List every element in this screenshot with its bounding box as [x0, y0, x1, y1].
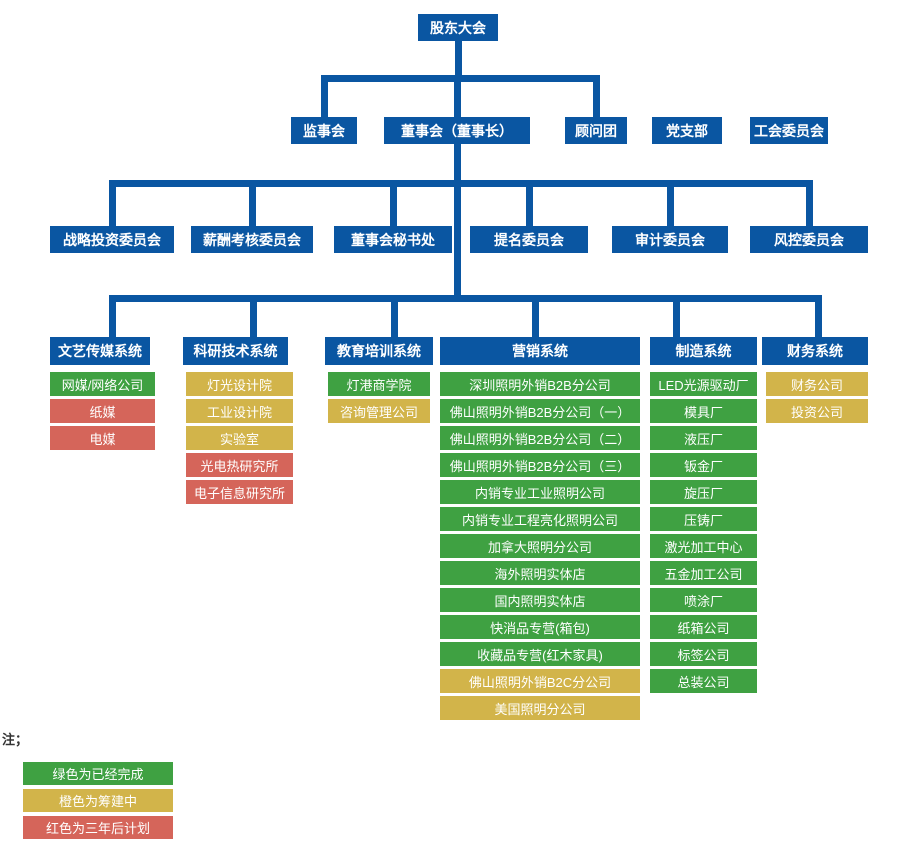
connector-drop [592, 75, 600, 117]
connector-drop [673, 295, 681, 337]
connector-drop [525, 180, 533, 226]
org-node-unit status-box: 佛山照明外销B2C分公司 [440, 669, 640, 693]
connector-drop [390, 295, 398, 337]
legend-item: 绿色为已经完成 [23, 762, 173, 785]
org-node-advisory-group: 顾问团 [565, 117, 627, 144]
org-node-unit status-box: 灯光设计院 [186, 372, 293, 396]
org-node-root: 股东大会 [418, 14, 498, 41]
org-node-unit status-box: 纸箱公司 [650, 615, 757, 639]
org-node-unit status-box: LED光源驱动厂 [650, 372, 757, 396]
org-node-unit status-box: 美国照明分公司 [440, 696, 640, 720]
connector-drop [108, 180, 116, 226]
org-node-unit status-box: 深圳照明外销B2B分公司 [440, 372, 640, 396]
connector-drop [814, 295, 822, 337]
connector-drop [666, 180, 674, 226]
connector-board-trunk [453, 144, 461, 302]
org-node-committee: 战略投资委员会 [50, 226, 174, 253]
org-node-unit status-box: 内销专业工程亮化照明公司 [440, 507, 640, 531]
org-node-unit status-box: 内销专业工业照明公司 [440, 480, 640, 504]
connector-drop [453, 75, 461, 117]
org-node-unit status-box: 激光加工中心 [650, 534, 757, 558]
org-node-unit status-box: 液压厂 [650, 426, 757, 450]
connector-drop [108, 295, 116, 337]
org-node-unit status-box: 收藏品专营(红木家具) [440, 642, 640, 666]
org-node-unit status-box: 压铸厂 [650, 507, 757, 531]
org-node-unit status-box: 总装公司 [650, 669, 757, 693]
org-node-unit status-box: 财务公司 [766, 372, 868, 396]
org-node-unit status-box: 标签公司 [650, 642, 757, 666]
org-node-committee: 审计委员会 [612, 226, 728, 253]
org-node-unit status-box: 钣金厂 [650, 453, 757, 477]
org-node-system-header: 文艺传媒系统 [50, 337, 150, 365]
org-node-system-header: 教育培训系统 [325, 337, 433, 365]
org-node-unit status-box: 电媒 [50, 426, 155, 450]
connector-drop [805, 180, 813, 226]
org-node-unit status-box: 咨询管理公司 [328, 399, 430, 423]
org-node-unit status-box: 投资公司 [766, 399, 868, 423]
org-node-unit status-box: 喷涂厂 [650, 588, 757, 612]
org-node-unit status-box: 纸媒 [50, 399, 155, 423]
connector-drop [532, 295, 540, 337]
connector-branch-committees [108, 180, 813, 187]
org-node-unit status-box: 光电热研究所 [186, 453, 293, 477]
org-node-unit status-box: 电子信息研究所 [186, 480, 293, 504]
org-node-board-of-directors: 董事会（董事长） [384, 117, 530, 144]
org-node-unit status-box: 灯港商学院 [328, 372, 430, 396]
org-node-unit status-box: 旋压厂 [650, 480, 757, 504]
connector-drop [248, 180, 256, 226]
org-node-union-committee: 工会委员会 [750, 117, 828, 144]
connector-drop [389, 180, 397, 226]
org-node-unit status-box: 网媒/网络公司 [50, 372, 155, 396]
org-node-system-header: 制造系统 [650, 337, 757, 365]
org-node-unit status-box: 国内照明实体店 [440, 588, 640, 612]
connector-root-drop [454, 41, 462, 82]
legend-item: 红色为三年后计划 [23, 816, 173, 839]
org-node-committee: 董事会秘书处 [334, 226, 452, 253]
org-node-unit status-box: 佛山照明外销B2B分公司（三） [440, 453, 640, 477]
org-node-unit status-box: 海外照明实体店 [440, 561, 640, 585]
org-node-unit status-box: 快消品专营(箱包) [440, 615, 640, 639]
org-node-system-header: 营销系统 [440, 337, 640, 365]
org-node-committee: 提名委员会 [470, 226, 588, 253]
org-node-unit status-box: 佛山照明外销B2B分公司（一） [440, 399, 640, 423]
legend-note: 注； [2, 732, 29, 747]
connector-drop [320, 75, 328, 117]
connector-drop [249, 295, 257, 337]
org-node-unit status-box: 五金加工公司 [650, 561, 757, 585]
connector-branch-systems [108, 295, 822, 302]
org-node-system-header: 财务系统 [762, 337, 868, 365]
legend-item: 橙色为筹建中 [23, 789, 173, 812]
org-node-system-header: 科研技术系统 [183, 337, 288, 365]
org-node-unit status-box: 模具厂 [650, 399, 757, 423]
org-node-committee: 薪酬考核委员会 [191, 226, 313, 253]
org-node-unit status-box: 工业设计院 [186, 399, 293, 423]
org-node-supervisory-board: 监事会 [291, 117, 357, 144]
org-node-unit status-box: 实验室 [186, 426, 293, 450]
org-node-unit status-box: 加拿大照明分公司 [440, 534, 640, 558]
org-node-committee: 风控委员会 [750, 226, 868, 253]
org-node-unit status-box: 佛山照明外销B2B分公司（二） [440, 426, 640, 450]
org-node-party-branch: 党支部 [652, 117, 722, 144]
